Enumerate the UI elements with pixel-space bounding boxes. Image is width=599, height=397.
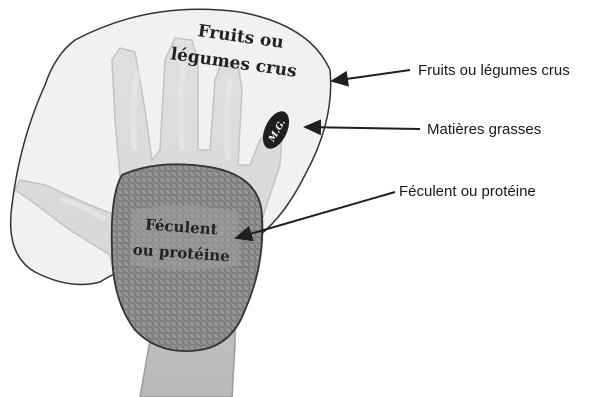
- fats-arrow: [303, 119, 421, 136]
- starch-zone-label-line1: Féculent: [145, 216, 219, 239]
- starch-arrow: [234, 191, 396, 242]
- fruits-arrow: [330, 69, 411, 87]
- starch-label-backdrop: [130, 205, 240, 270]
- fruits-callout: Fruits ou légumes crus: [418, 62, 570, 79]
- starch-callout: Féculent ou protéine: [399, 183, 536, 200]
- fats-callout: Matières grasses: [427, 121, 541, 138]
- fat-badge: [262, 111, 290, 149]
